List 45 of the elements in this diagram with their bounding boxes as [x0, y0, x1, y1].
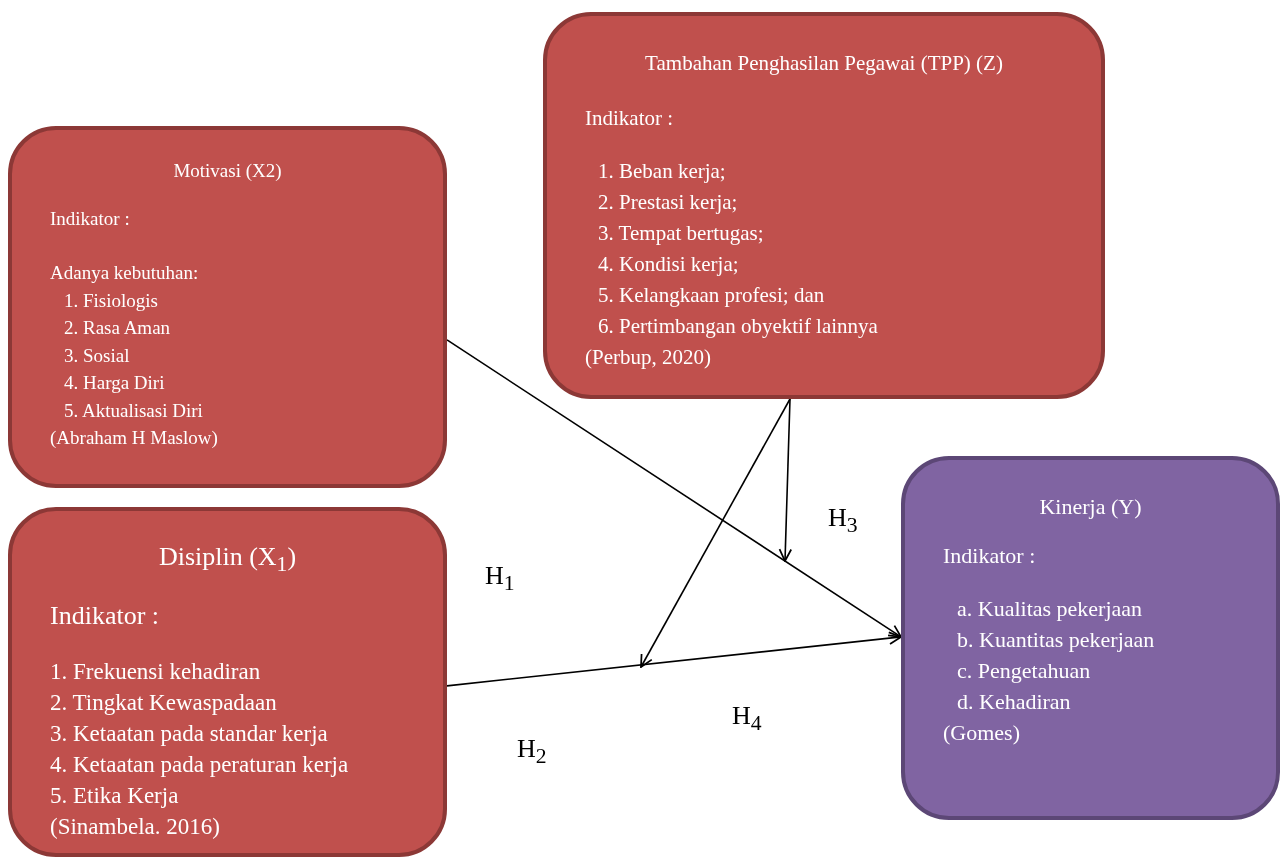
- indicator-text: 4. Kondisi kerja;: [597, 251, 740, 278]
- indicator-text: (Perbup, 2020): [585, 344, 712, 371]
- indicator-text: 5. Aktualisasi Diri: [63, 398, 204, 423]
- variable-box: [8, 126, 447, 488]
- indicator-text: 4. Ketaatan pada peraturan kerja: [50, 751, 350, 780]
- indicator-text: 3. Sosial: [63, 343, 131, 368]
- indicator-text: b. Kuantitas pekerjaan: [956, 626, 1156, 654]
- indicator-text: (Gomes): [943, 719, 1021, 747]
- indicator-text: 1. Beban kerja;: [597, 158, 727, 185]
- hypothesis-label: H$_{2}$: [517, 734, 547, 770]
- indicator-text: a. Kualitas pekerjaan: [956, 595, 1144, 623]
- hypothesis-label: H$_{1}$: [485, 561, 515, 597]
- hypothesis-label: H$_{3}$: [828, 503, 858, 539]
- indicator-text: 6. Pertimbangan obyektif lainnya: [597, 313, 879, 340]
- hypothesis-label: H$_{4}$: [732, 701, 762, 737]
- indicator-text: Indikator :: [50, 600, 161, 633]
- variable-box: [543, 12, 1105, 399]
- indicator-text: 2. Prestasi kerja;: [597, 189, 739, 216]
- indicator-text: Indikator :: [585, 105, 675, 132]
- indicator-text: 1. Fisiologis: [63, 288, 159, 313]
- indicator-text: 1. Frekuensi kehadiran: [50, 658, 262, 687]
- indicator-text: d. Kehadiran: [956, 688, 1072, 716]
- variable-box: [8, 507, 447, 857]
- indicator-text: 2. Tingkat Kewaspadaan: [50, 689, 278, 718]
- indicator-text: (Abraham H Maslow): [50, 426, 219, 450]
- indicator-text: Indikator :: [943, 542, 1037, 570]
- indicator-text: c. Pengetahuan: [956, 657, 1092, 685]
- variable-title: Disiplin (X$_{1}$): [157, 541, 298, 579]
- arrow: [778, 398, 793, 562]
- indicator-text: 3. Tempat bertugas;: [597, 220, 765, 247]
- indicator-text: Adanya kebutuhan:: [50, 261, 200, 285]
- arrow: [640, 398, 791, 668]
- indicator-text: (Sinambela. 2016): [50, 813, 221, 842]
- indicator-text: 4. Harga Diri: [63, 371, 166, 395]
- indicator-text: 5. Kelangkaan profesi; dan: [597, 282, 826, 309]
- indicator-text: 3. Ketaatan pada standar kerja: [50, 720, 329, 749]
- variable-box: [901, 456, 1280, 820]
- indicator-text: 2. Rasa Aman: [63, 316, 172, 340]
- indicator-text: Indikator :: [50, 206, 131, 231]
- arrow: [446, 631, 902, 687]
- indicator-text: 5. Etika Kerja: [50, 782, 180, 811]
- variable-title: Kinerja (Y): [1038, 493, 1143, 521]
- variable-title: Motivasi (X2): [172, 159, 283, 183]
- variable-title: Tambahan Penghasilan Pegawai (TPP) (Z): [644, 50, 1004, 77]
- arrow: [446, 339, 902, 638]
